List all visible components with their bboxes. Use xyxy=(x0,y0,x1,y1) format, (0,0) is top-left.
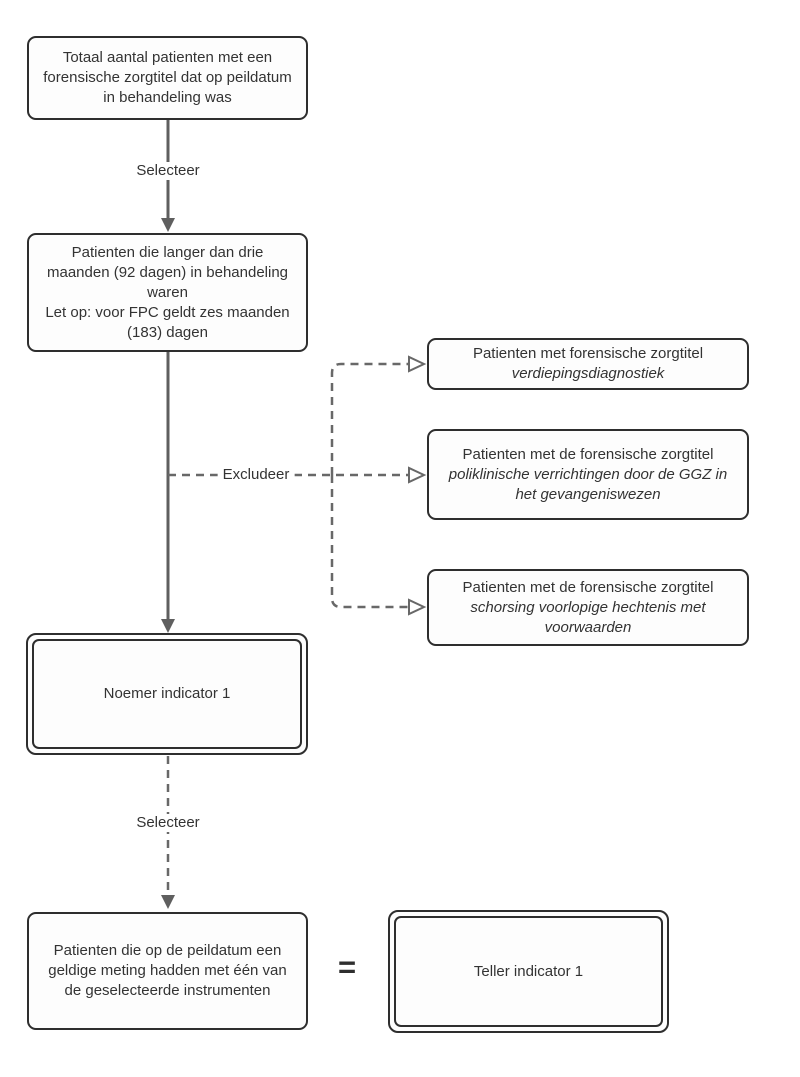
edge-label-selecteer-1: Selecteer xyxy=(131,162,205,180)
node-duration-filter: Patienten die langer dan drie maanden (9… xyxy=(27,233,308,352)
equals-sign: = xyxy=(337,949,357,985)
arrow-excludeer-branch-top xyxy=(330,355,427,475)
node-exclusion-schorsing-hechtenis: Patienten met de forensische zorgtitel s… xyxy=(427,569,749,646)
exclusion-3-italic: schorsing voorlopige hechtenis met voorw… xyxy=(470,598,706,636)
node-total-patients: Totaal aantal patienten met een forensis… xyxy=(27,36,308,120)
node-noemer-indicator-inner: Noemer indicator 1 xyxy=(32,639,302,749)
node-teller-indicator: Teller indicator 1 xyxy=(388,910,669,1033)
node-duration-filter-note: Let op: voor FPC geldt zes maanden (183)… xyxy=(45,303,290,341)
node-exclusion-poliklinische-verrichtingen: Patienten met de forensische zorgtitel p… xyxy=(427,429,749,520)
node-teller-indicator-inner: Teller indicator 1 xyxy=(394,916,663,1027)
node-valid-measurement: Patienten die op de peildatum een geldig… xyxy=(27,912,308,1030)
arrow-to-noemer xyxy=(161,352,175,633)
exclusion-3-plain: Patienten met de forensische zorgtitel xyxy=(462,578,714,596)
exclusion-1-plain: Patienten met forensische zorgtitel xyxy=(472,345,704,362)
arrow-excludeer-main xyxy=(168,466,427,484)
node-duration-filter-main: Patienten die langer dan drie maanden (9… xyxy=(46,243,289,301)
node-total-patients-label: Totaal aantal patienten met een forensis… xyxy=(43,49,292,106)
node-exclusion-verdiepingsdiagnostiek: Patienten met forensische zorgtitel verd… xyxy=(427,338,749,390)
arrow-excludeer-branch-bottom xyxy=(330,475,427,616)
node-teller-indicator-label: Teller indicator 1 xyxy=(473,962,584,980)
node-valid-measurement-label: Patienten die op de peildatum een geldig… xyxy=(48,942,287,999)
edge-label-excludeer: Excludeer xyxy=(217,466,295,484)
arrow-selecteer-2 xyxy=(161,756,175,909)
node-noemer-indicator: Noemer indicator 1 xyxy=(26,633,308,755)
node-noemer-indicator-label: Noemer indicator 1 xyxy=(103,685,231,702)
edge-label-selecteer-2: Selecteer xyxy=(131,814,205,832)
exclusion-2-plain: Patienten met de forensische zorgtitel xyxy=(462,445,714,463)
exclusion-2-italic: poliklinische verrichtingen door de GGZ … xyxy=(448,465,728,503)
exclusion-1-italic: verdiepingsdiagnostiek xyxy=(511,365,665,382)
